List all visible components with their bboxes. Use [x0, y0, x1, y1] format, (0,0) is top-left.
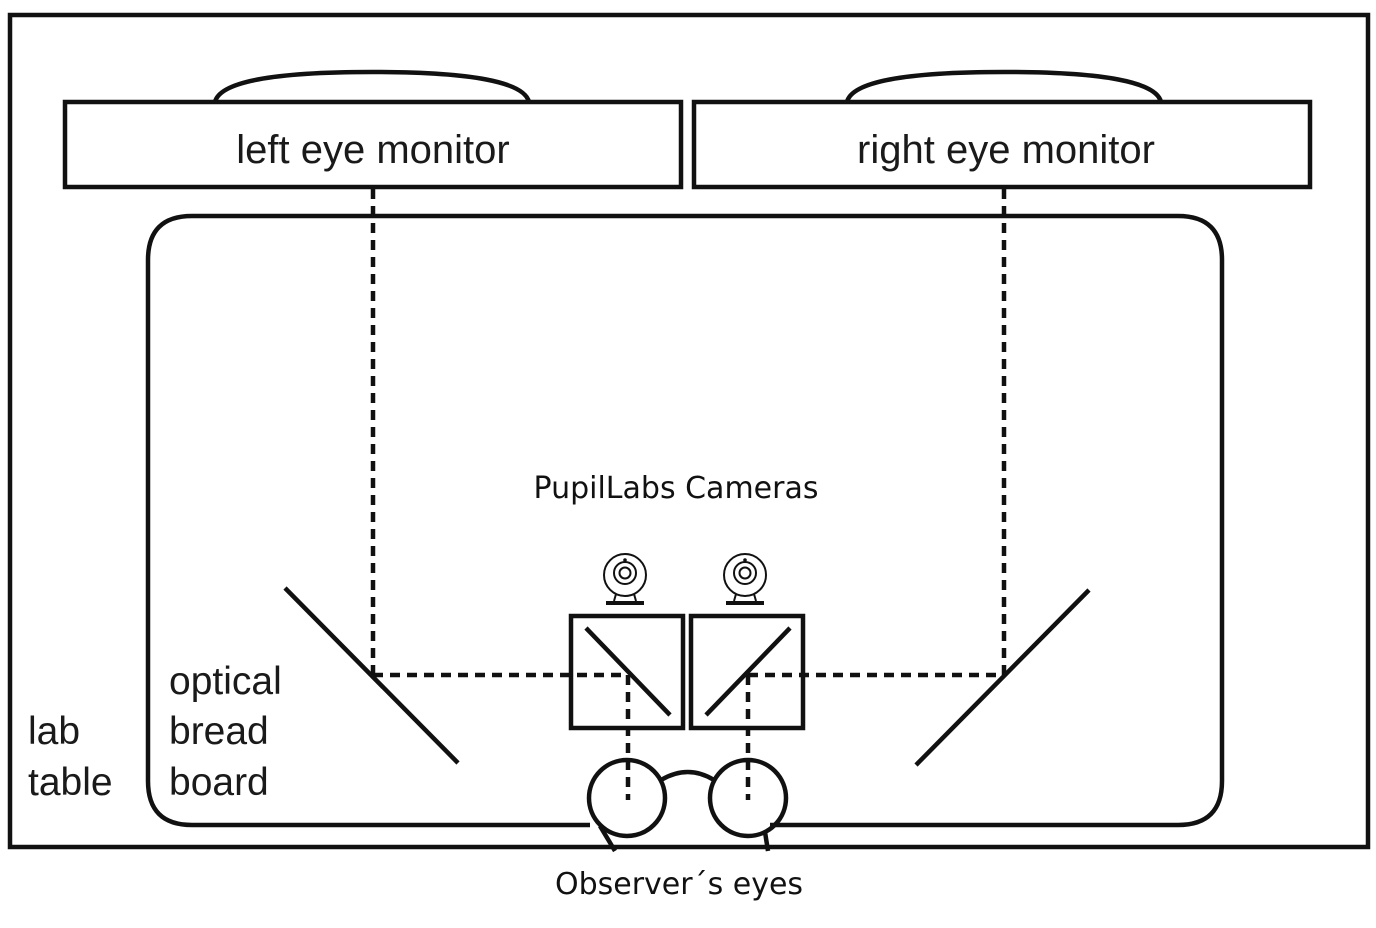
left-eye	[586, 757, 668, 839]
left-beam-splitter	[568, 613, 686, 731]
cameras-label: PupilLabs Cameras	[534, 471, 819, 506]
right-beam-splitter	[688, 613, 806, 731]
breadboard-label-line2: bread	[169, 710, 269, 753]
right-eye	[707, 757, 789, 839]
light-paths	[370, 189, 1007, 800]
webcam-icon	[603, 553, 647, 605]
right-monitor-stand	[844, 69, 1164, 103]
left-monitor-screen	[62, 99, 684, 190]
webcam-icon	[723, 553, 767, 605]
left-mirror	[283, 586, 460, 765]
left-eye-monitor: left eye monitor	[62, 69, 684, 190]
right-mirror	[914, 588, 1091, 767]
left-monitor-stand	[212, 69, 532, 103]
right-eye-monitor: right eye monitor	[691, 69, 1313, 190]
table-label-line1: lab	[28, 710, 80, 753]
right-splitter-box	[688, 613, 806, 731]
right-monitor-screen	[691, 99, 1313, 190]
right-splitter-mirror	[704, 626, 792, 717]
observer-eyes	[586, 757, 789, 853]
breadboard-label-line1: optical	[169, 660, 282, 703]
left-monitor-label: left eye monitor	[236, 128, 509, 172]
lab-table-outline	[7, 12, 1371, 850]
right-eye-tail	[762, 831, 771, 852]
left-splitter-box	[568, 613, 686, 731]
breadboard-outline	[145, 213, 1225, 828]
breadboard-label-line3: board	[169, 761, 269, 804]
left-splitter-mirror	[584, 626, 672, 717]
left-eye-tail	[598, 824, 617, 853]
nose-bridge	[659, 769, 716, 782]
right-monitor-label: right eye monitor	[857, 128, 1155, 172]
observer-label: Observer´s eyes	[555, 867, 803, 902]
table-label-line2: table	[28, 761, 113, 804]
